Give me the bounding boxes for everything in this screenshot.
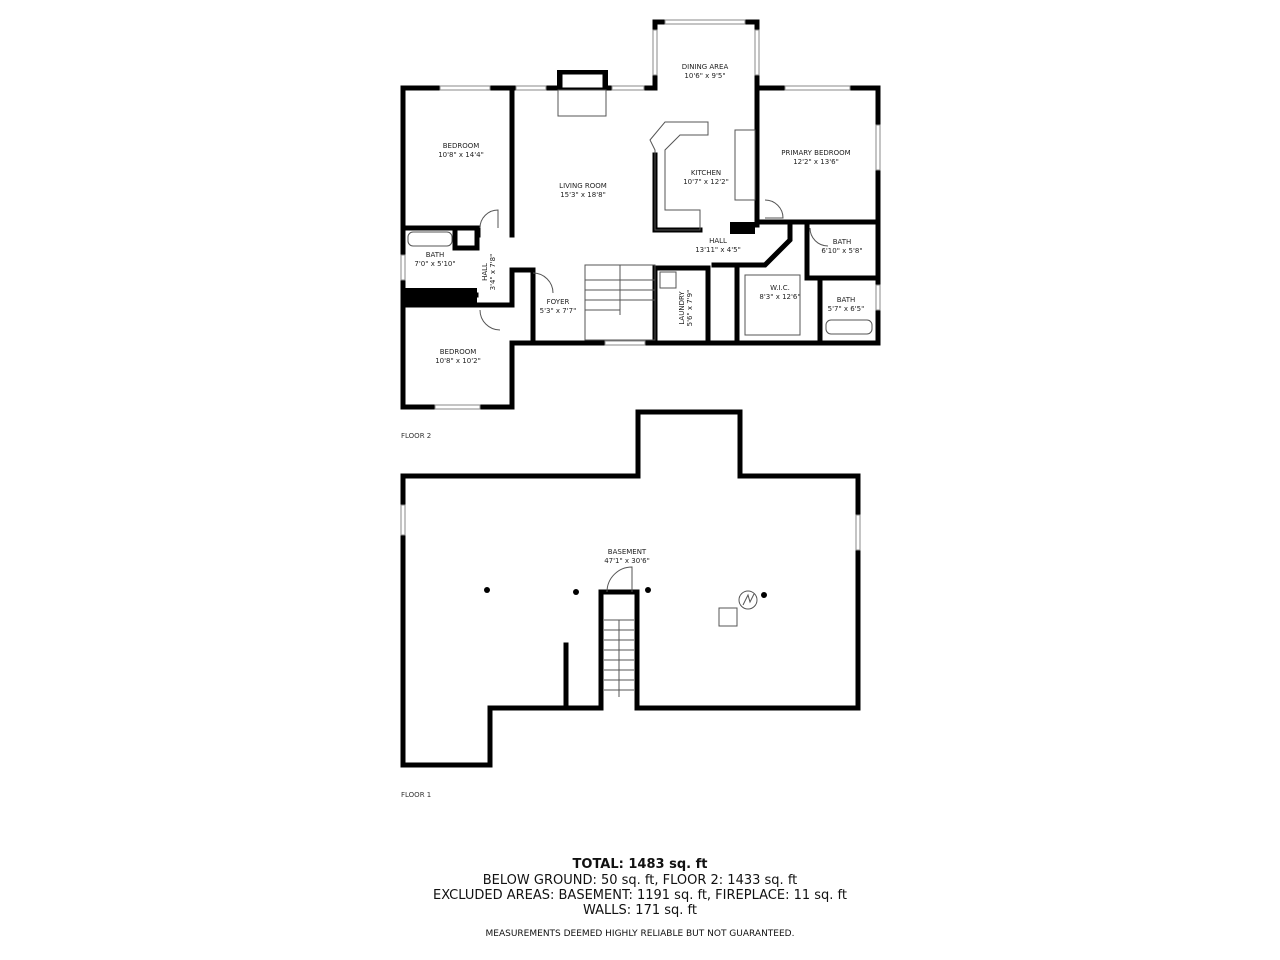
- window: [515, 85, 547, 91]
- walls-area: WALLS: 171 sq. ft: [583, 903, 697, 918]
- support-post: [645, 587, 651, 593]
- wall-chase: [730, 222, 755, 234]
- water-heater-symbol: [742, 593, 755, 606]
- total-area: TOTAL: 1483 sq. ft: [572, 857, 708, 872]
- window: [611, 85, 645, 91]
- room-name: DINING AREA: [682, 63, 729, 71]
- room-name: BATH: [833, 238, 852, 246]
- floor-label: FLOOR 1: [401, 791, 431, 799]
- fireplace-hearth-pad: [557, 89, 607, 117]
- room-size: 5'6" x 7'9": [686, 290, 694, 327]
- window: [875, 124, 881, 171]
- kitchen-counter: [649, 121, 709, 231]
- room-size: 3'4" x 7'8": [489, 254, 497, 291]
- window: [439, 85, 491, 91]
- wall: [652, 265, 711, 346]
- room-size: 12'2" x 13'6": [793, 158, 839, 166]
- disclaimer: MEASUREMENTS DEEMED HIGHLY RELIABLE BUT …: [485, 929, 795, 939]
- window: [855, 514, 861, 551]
- room-name: BATH: [837, 296, 856, 304]
- wall: [804, 219, 881, 281]
- room-size: 13'11" x 4'5": [695, 246, 741, 254]
- window: [784, 85, 851, 91]
- bathtub: [407, 231, 453, 247]
- room-size: 6'10" x 5'8": [821, 247, 862, 255]
- support-post: [573, 589, 579, 595]
- room-name: HALL: [481, 263, 489, 281]
- excluded-areas: EXCLUDED AREAS: BASEMENT: 1191 sq. ft, F…: [432, 888, 847, 903]
- laundry-sink: [659, 271, 677, 289]
- room-name: LIVING ROOM: [559, 182, 607, 190]
- room-name: FOYER: [547, 298, 570, 306]
- wall: [734, 219, 881, 268]
- wall: [452, 227, 480, 251]
- door: [764, 199, 784, 219]
- room-name: BATH: [426, 251, 445, 259]
- window: [434, 404, 481, 410]
- floor-1-plan: BASEMENT 47'1" x 30'6" FLOOR 1: [400, 409, 861, 799]
- furnace: [718, 607, 738, 627]
- window: [604, 340, 646, 346]
- room-size: 10'8" x 10'2": [435, 357, 481, 365]
- door: [479, 309, 501, 331]
- staircase: [584, 264, 656, 341]
- room-size: 10'6" x 9'5": [684, 72, 725, 80]
- room-size: 7'0" x 5'10": [414, 260, 455, 268]
- wall: [509, 267, 536, 346]
- room-size: 15'3" x 18'8": [560, 191, 606, 199]
- floor-2-plan: DINING AREA 10'6" x 9'5" BEDROOM 10'8" x…: [400, 19, 881, 440]
- room-name: BEDROOM: [440, 348, 477, 356]
- room-size: 47'1" x 30'6": [604, 557, 650, 565]
- window: [875, 284, 881, 311]
- wall: [400, 19, 881, 410]
- window: [400, 254, 406, 281]
- room-name: HALL: [709, 237, 727, 245]
- kitchen-range-counter: [734, 129, 756, 201]
- floor-label: FLOOR 2: [401, 432, 431, 440]
- support-post: [761, 592, 767, 598]
- water-heater-icon: [738, 590, 758, 610]
- room-name: W.I.C.: [770, 284, 790, 292]
- room-size: 8'3" x 12'6": [759, 293, 800, 301]
- wall: [400, 409, 861, 768]
- room-size: 10'8" x 14'4": [438, 151, 484, 159]
- fireplace-hearth: [561, 73, 604, 89]
- room-size: 5'7" x 6'5": [828, 305, 865, 313]
- room-name: BEDROOM: [443, 142, 480, 150]
- room-name: BASEMENT: [608, 548, 647, 556]
- room-labels: DINING AREA 10'6" x 9'5" BEDROOM 10'8" x…: [414, 63, 864, 365]
- door: [532, 272, 554, 294]
- area-breakdown: BELOW GROUND: 50 sq. ft, FLOOR 2: 1433 s…: [482, 873, 798, 888]
- room-name: KITCHEN: [691, 169, 721, 177]
- wall: [711, 262, 740, 346]
- window: [754, 29, 760, 76]
- room-name: LAUNDRY: [678, 291, 686, 325]
- bathtub: [825, 319, 873, 335]
- wall: [652, 152, 703, 233]
- room-name: PRIMARY BEDROOM: [781, 149, 850, 157]
- window: [664, 19, 746, 25]
- support-post: [484, 587, 490, 593]
- door: [479, 209, 499, 229]
- window: [400, 504, 406, 536]
- closet-shelving: [744, 274, 801, 336]
- room-size: 10'7" x 12'2": [683, 178, 729, 186]
- door: [809, 227, 829, 247]
- wall-chase: [403, 288, 477, 306]
- room-size: 5'3" x 7'7": [540, 307, 577, 315]
- window: [652, 29, 658, 76]
- staircase: [598, 566, 640, 711]
